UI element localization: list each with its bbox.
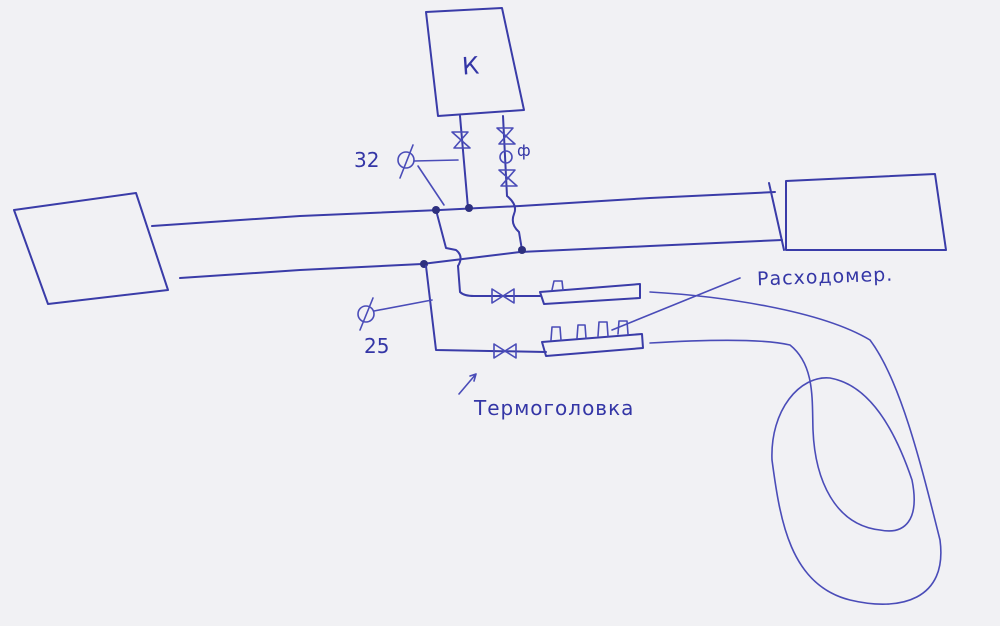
diameter-slash [399, 144, 414, 179]
junction-dot [518, 246, 526, 254]
valve-icon [451, 131, 471, 149]
supply-main-pipe [151, 191, 776, 227]
diameter-slash [359, 297, 374, 331]
thermo-head-label: Термоголовка [474, 396, 635, 420]
filter-label: ф [517, 141, 531, 160]
branch-to-flowmeter [457, 265, 541, 297]
flowmeter-manifold [539, 283, 641, 305]
diameter-32-label: 32 [354, 148, 380, 172]
leader-line-32b [417, 165, 445, 206]
thermo-outlet [550, 326, 562, 341]
thermo-arrow-icon [458, 373, 477, 395]
valve-icon [491, 288, 515, 304]
floor-loop-outer [649, 291, 942, 605]
thermo-manifold [541, 333, 644, 357]
valve-icon [498, 169, 518, 187]
leader-line-25 [373, 299, 433, 312]
left-unit-box [13, 192, 169, 305]
thermo-outlet [597, 321, 609, 337]
flowmeter-leader [611, 277, 741, 331]
diameter-25-label: 25 [364, 334, 390, 358]
boiler-left-riser [459, 115, 469, 209]
valve-icon [496, 127, 516, 145]
valve-icon [493, 343, 517, 359]
thermo-outlet [576, 324, 587, 339]
boiler-right-riser [502, 115, 523, 251]
junction-dot [432, 206, 440, 214]
diameter-symbol-icon [397, 151, 415, 169]
bypass-pipe [435, 209, 462, 267]
boiler-label: К [461, 51, 481, 81]
branch-to-thermo [425, 265, 547, 353]
return-main-pipe [179, 239, 783, 279]
right-unit-flange [768, 182, 785, 251]
boiler-box [425, 7, 525, 117]
filter-icon [499, 150, 513, 164]
right-unit-box [785, 173, 947, 251]
diameter-symbol-icon [357, 305, 375, 323]
junction-dot [465, 204, 473, 212]
leader-line-32 [413, 159, 459, 162]
flowmeter-outlet [551, 280, 564, 291]
